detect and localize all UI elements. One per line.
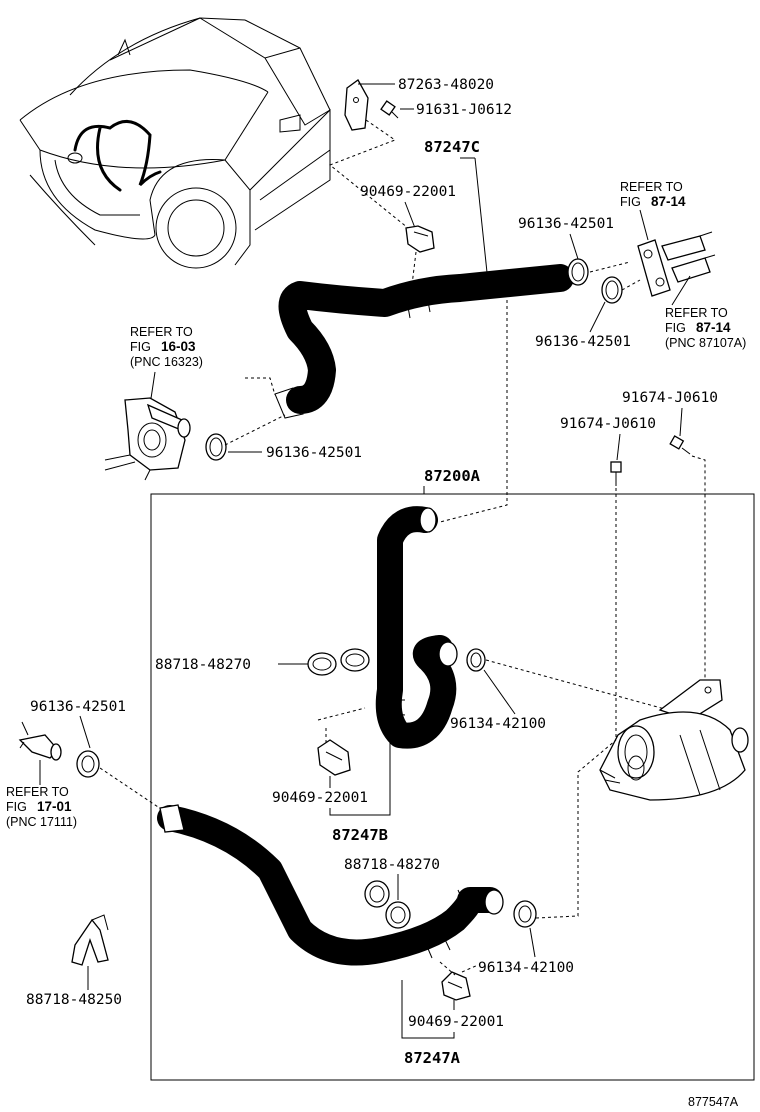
label-88718-48250: 88718-48250 — [26, 992, 122, 1008]
hose-87247A — [157, 804, 504, 966]
refer-fig16-03-pnc: (PNC 16323) — [130, 355, 203, 369]
bolt-91674-b — [610, 461, 622, 486]
label-87247B: 87247B — [332, 826, 388, 844]
bypass-pipe-fitting — [18, 721, 62, 761]
label-90469-22001-bot: 90469-22001 — [408, 1014, 504, 1030]
label-87247A: 87247A — [404, 1049, 461, 1067]
refer-fig87-14-top-prefix: FIG — [620, 195, 641, 209]
label-91631-J0612: 91631-J0612 — [416, 102, 512, 118]
clamp-96136-tr1 — [567, 258, 589, 286]
refer-fig17-01-fig: 17-01 — [37, 799, 72, 814]
refer-fig17-01-prefix: FIG — [6, 800, 27, 814]
clamp-88718-a — [307, 648, 370, 676]
label-96136-42501-tr2: 96136-42501 — [535, 334, 631, 350]
clamp-96136-tr2 — [601, 276, 623, 304]
refer-fig87-14-top-fig: 87-14 — [651, 194, 686, 209]
clip-90469-mid — [317, 739, 351, 776]
label-87263-48020: 87263-48020 — [398, 77, 494, 93]
refer-fig87-14-top-line1: REFER TO — [620, 180, 683, 194]
bolt-91631 — [380, 100, 399, 119]
refer-fig16-03-prefix: FIG — [130, 340, 151, 354]
water-valve-unit — [599, 679, 749, 801]
bracket-88718-48250 — [71, 914, 109, 966]
bracket-87263 — [344, 79, 369, 131]
refer-fig87-14-bot-line1: REFER TO — [665, 306, 728, 320]
clamp-96136-lower — [76, 750, 100, 778]
clamp-96134-a — [466, 648, 486, 672]
hose-87247B — [375, 506, 458, 749]
heater-pipe-connector — [637, 231, 716, 297]
clip-90469-bot — [441, 971, 471, 1001]
label-87200A: 87200A — [424, 467, 481, 485]
label-96136-42501-left: 96136-42501 — [266, 445, 362, 461]
label-96136-42501-lower: 96136-42501 — [30, 699, 126, 715]
label-90469-22001-top: 90469-22001 — [360, 184, 456, 200]
refer-fig87-14-bot-pnc: (PNC 87107A) — [665, 336, 746, 350]
label-88718-48270-b: 88718-48270 — [344, 857, 440, 873]
engine-harness-highlight — [73, 119, 162, 192]
clamp-96136-left — [205, 433, 227, 461]
label-91674-J0610-b: 91674-J0610 — [560, 416, 656, 432]
label-96134-42100-a: 96134-42100 — [450, 716, 546, 732]
clamp-88718-b — [364, 880, 411, 929]
label-90469-22001-mid: 90469-22001 — [272, 790, 368, 806]
assembly-87200A-box — [150, 493, 755, 1081]
bolt-91674-a — [669, 435, 691, 455]
vehicle-illustration — [19, 17, 331, 269]
label-96136-42501-tr1: 96136-42501 — [518, 216, 614, 232]
label-91674-J0610-a: 91674-J0610 — [622, 390, 718, 406]
refer-fig16-03-line1: REFER TO — [130, 325, 193, 339]
water-outlet-housing — [104, 397, 191, 481]
label-88718-48270-a: 88718-48270 — [155, 657, 251, 673]
refer-fig17-01-pnc: (PNC 17111) — [6, 815, 77, 829]
hose-87247C — [274, 264, 574, 419]
refer-fig17-01-line1: REFER TO — [6, 785, 69, 799]
refer-fig87-14-bot-prefix: FIG — [665, 321, 686, 335]
clip-90469-top — [405, 225, 435, 253]
refer-fig16-03-fig: 16-03 — [161, 339, 196, 354]
label-87247C: 87247C — [424, 138, 480, 156]
refer-fig87-14-bot-fig: 87-14 — [696, 320, 731, 335]
clamp-96134-b — [513, 900, 537, 928]
figure-id: 877547A — [688, 1095, 739, 1109]
label-96134-42100-b: 96134-42100 — [478, 960, 574, 976]
